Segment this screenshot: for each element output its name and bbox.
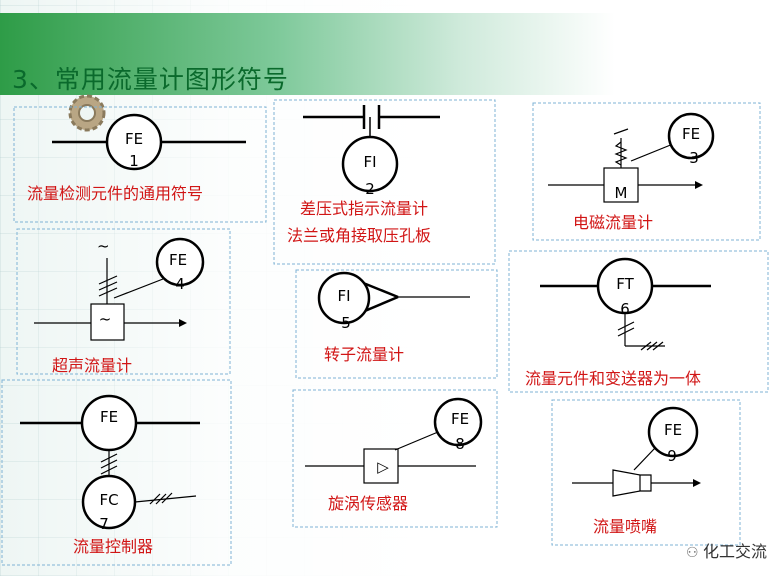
- label-8: 旋涡传感器: [328, 494, 408, 513]
- label-5: 转子流量计: [324, 345, 404, 364]
- num-3: 3: [689, 149, 699, 167]
- tag-9: FE: [664, 421, 682, 439]
- num-8: 8: [455, 435, 465, 453]
- wechat-icon: ⚇: [685, 545, 703, 561]
- num-1: 1: [129, 152, 139, 170]
- tag-8: FE: [451, 410, 469, 428]
- symbol-box-3: [532, 102, 761, 241]
- tag-5: FI: [337, 287, 350, 305]
- tag-2: FI: [363, 153, 376, 171]
- label-9: 流量喷嘴: [593, 517, 657, 536]
- title-bar: [0, 13, 615, 95]
- label-2: 差压式指示流量计: [300, 199, 428, 218]
- meter-box-8: [363, 448, 399, 484]
- tag-7: FE: [100, 408, 118, 426]
- instrument-bubble-9: [647, 406, 699, 458]
- tag-3: FE: [682, 125, 700, 143]
- label-1: 流量检测元件的通用符号: [27, 184, 203, 203]
- instrument-bubble-5: [317, 271, 371, 325]
- num-6: 6: [620, 300, 630, 318]
- symbol-6-integral-transmitter: FT 6 流量元件和变送器为一体: [508, 250, 769, 393]
- symbol-box-8: [292, 389, 498, 528]
- symbol-box-4: [16, 228, 231, 375]
- wave-4: ~: [97, 237, 110, 255]
- symbol-box-5: [295, 269, 498, 379]
- symbol-box-1: [13, 106, 267, 223]
- tag-4: FE: [169, 251, 187, 269]
- num-7: 7: [99, 515, 109, 533]
- gear-icon: [68, 94, 106, 132]
- symbol-box-2: [273, 99, 496, 265]
- symbol-8-vortex: ▷ FE 8 旋涡传感器: [292, 389, 498, 528]
- tag-6: FT: [616, 275, 634, 293]
- label-7: 流量控制器: [73, 537, 153, 556]
- num-2: 2: [365, 180, 375, 198]
- label-2b: 法兰或角接取压孔板: [287, 226, 431, 245]
- symbol-2-orifice-dp: FI 2 差压式指示流量计 法兰或角接取压孔板: [273, 99, 496, 265]
- instrument-bubble-2: [341, 135, 399, 193]
- meter-box-4: [90, 303, 125, 341]
- label-4: 超声流量计: [52, 356, 132, 375]
- symbol-1-flow-element: FE 1 流量检测元件的通用符号: [13, 106, 267, 223]
- box-letter-3: M: [615, 184, 628, 202]
- box-letter-8: ▷: [377, 458, 389, 476]
- symbol-4-ultrasonic: ~ ~ FE 4 超声流量计: [16, 228, 231, 375]
- nozzle-body-9: [612, 469, 652, 497]
- tag-1: FE: [125, 130, 143, 148]
- box-letter-4: ~: [99, 310, 112, 328]
- symbol-7-flow-controller: FE FC 7 流量控制器: [1, 379, 232, 566]
- symbol-5-rotameter: FI 5 转子流量计: [295, 269, 498, 379]
- num-4: 4: [175, 275, 185, 293]
- tag2-7: FC: [99, 491, 118, 509]
- watermark-text: 化工交流: [702, 542, 767, 561]
- label-6: 流量元件和变送器为一体: [525, 369, 701, 388]
- num-9: 9: [667, 447, 677, 465]
- instrument-bubble-8: [433, 397, 483, 447]
- symbol-box-7: [1, 379, 232, 566]
- meter-box-3: [603, 167, 639, 203]
- page-title: 3、常用流量计图形符号: [12, 65, 289, 94]
- instrument-bubble-1: [105, 113, 163, 171]
- watermark: ⚇ 化工交流: [686, 538, 767, 562]
- label-3: 电磁流量计: [573, 213, 653, 232]
- symbol-3-magnetic: M FE 3 电磁流量计: [532, 102, 761, 241]
- instrument-bubble-4: [155, 237, 205, 287]
- symbol-9-nozzle: FE 9 流量喷嘴: [551, 399, 741, 546]
- instrument-bubble-3: [667, 112, 715, 160]
- num-5: 5: [341, 314, 351, 332]
- symbol-box-9: [551, 399, 741, 546]
